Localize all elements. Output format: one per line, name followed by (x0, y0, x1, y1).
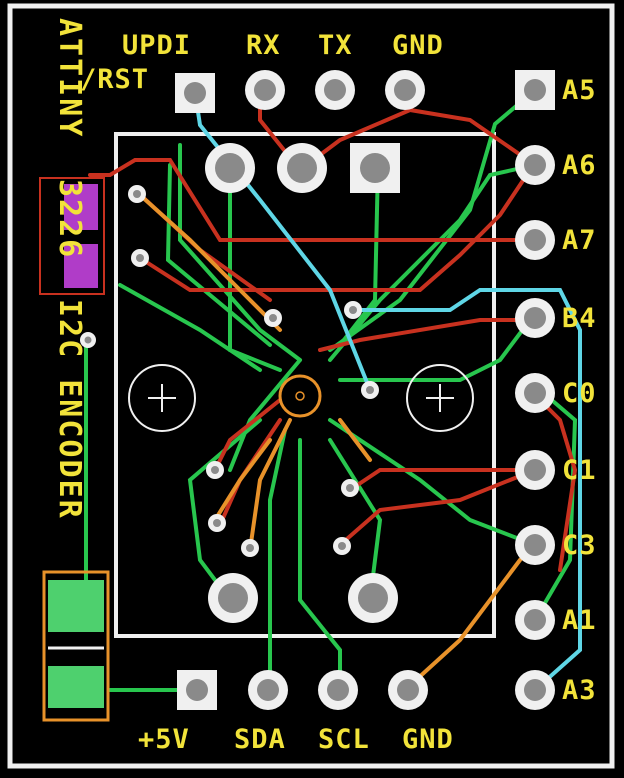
label-a7: A7 (562, 225, 597, 256)
label-a3: A3 (562, 675, 597, 706)
label-updi: UPDI (122, 30, 192, 61)
label-tx: TX (318, 30, 353, 61)
label-rst: /RST (80, 64, 150, 95)
resistor-footprint (39, 177, 105, 295)
label-gnd-top: GND (392, 30, 444, 61)
green-traces (84, 88, 578, 692)
mcu-chip (278, 374, 322, 418)
title-part2: 3226 (52, 178, 87, 259)
label-c1: C1 (562, 455, 597, 486)
red-traces (88, 88, 578, 572)
encoder-pins (205, 143, 400, 623)
board-title-vertical: ATTINY 3226 I2C ENCODER (52, 18, 87, 578)
label-b4: B4 (562, 303, 597, 334)
encoder-footprint-outline (114, 132, 496, 638)
vias (80, 185, 379, 557)
label-a6: A6 (562, 150, 597, 181)
board-outline (7, 3, 615, 769)
title-part1: ATTINY (52, 18, 87, 139)
orange-traces (138, 193, 537, 692)
bottom-header-pads (177, 670, 428, 710)
label-c3: C3 (562, 530, 597, 561)
label-sda: SDA (234, 724, 286, 755)
label-5v: +5V (138, 724, 190, 755)
label-scl: SCL (318, 724, 370, 755)
label-a5: A5 (562, 75, 597, 106)
mounting-holes (128, 364, 474, 432)
label-gnd-bottom: GND (402, 724, 454, 755)
top-header-pads (175, 70, 425, 113)
title-part3: I2C ENCODER (52, 298, 87, 520)
label-rx: RX (246, 30, 281, 61)
label-c0: C0 (562, 378, 597, 409)
capacitor-footprint (42, 570, 110, 722)
right-header-pads (515, 70, 555, 710)
cyan-traces (193, 90, 582, 692)
label-a1: A1 (562, 605, 597, 636)
